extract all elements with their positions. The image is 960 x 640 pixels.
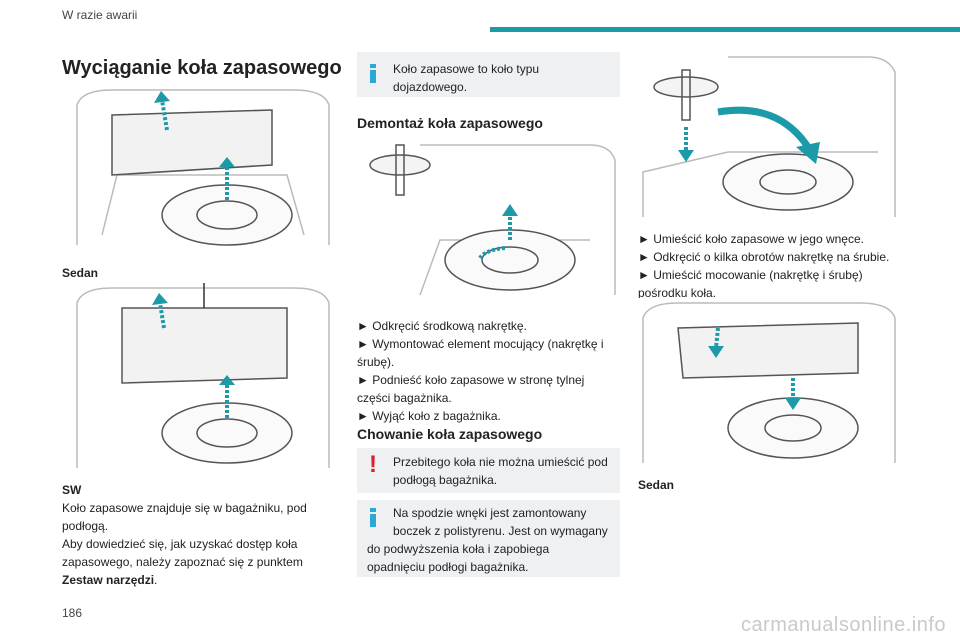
caption-sedan: Sedan	[638, 478, 675, 492]
sw-text-access: Aby dowiedzieć się, jak uzyskać dostęp k…	[62, 537, 303, 587]
warning-text: Przebitego koła nie można umieścić pod p…	[393, 455, 608, 487]
info-text: Na spodzie wnęki jest zamontowany boczek…	[367, 506, 608, 574]
step: ► Wymontować element mocujący (nakrętkę …	[357, 337, 604, 369]
trunk-illustration-sw-spare-wheel	[72, 85, 334, 250]
stowing-steps: ► Umieścić koło zapasowe w jego wnęce. ►…	[638, 230, 900, 302]
info-icon	[367, 60, 387, 83]
section-header: W razie awarii	[62, 8, 138, 22]
caption-sedan: Sedan	[62, 266, 99, 280]
info-box-spare-wheel-type: Koło zapasowe to koło typu dojazdowego.	[357, 52, 620, 97]
warning-icon: !	[369, 451, 377, 478]
heading-stowing: Chowanie koła zapasowego	[357, 426, 543, 442]
page-number: 186	[62, 606, 83, 620]
info-icon	[367, 504, 387, 527]
sw-label: SW	[62, 483, 82, 497]
warning-box: ! Przebitego koła nie można umieścić pod…	[357, 448, 620, 493]
illustration-unscrew-spare-wheel	[360, 140, 620, 300]
trunk-illustration-sedan-spare-wheel	[72, 283, 334, 473]
illustration-place-spare-wheel	[638, 52, 900, 222]
step: ► Podnieść koło zapasowe w stronę tylnej…	[357, 373, 585, 405]
step: ► Wyjąć koło z bagażnika.	[357, 409, 501, 423]
trunk-illustration-sedan-stowed	[638, 298, 900, 468]
sw-text-location: Koło zapasowe znajduje się w bagażniku, …	[62, 501, 307, 533]
info-text: Koło zapasowe to koło typu dojazdowego.	[393, 62, 540, 94]
removal-steps: ► Odkręcić środkową nakrętkę. ► Wymontow…	[357, 317, 620, 425]
step: ► Odkręcić o kilka obrotów nakrętkę na ś…	[638, 250, 890, 264]
watermark: carmanualsonline.info	[740, 614, 946, 636]
page-title: Wyciąganie koła zapasowego	[62, 57, 342, 79]
heading-removal: Demontaż koła zapasowego	[357, 115, 543, 131]
step: ► Umieścić mocowanie (nakrętkę i śrubę) …	[638, 268, 863, 300]
info-box-polystyrene: Na spodzie wnęki jest zamontowany boczek…	[357, 500, 620, 577]
header-accent-bar	[490, 27, 960, 32]
step: ► Umieścić koło zapasowe w jego wnęce.	[638, 232, 864, 246]
sw-section: SW Koło zapasowe znajduje się w bagażnik…	[62, 481, 334, 589]
link-tool-kit[interactable]: Zestaw narzędzi	[62, 573, 155, 587]
step: ► Odkręcić środkową nakrętkę.	[357, 319, 527, 333]
